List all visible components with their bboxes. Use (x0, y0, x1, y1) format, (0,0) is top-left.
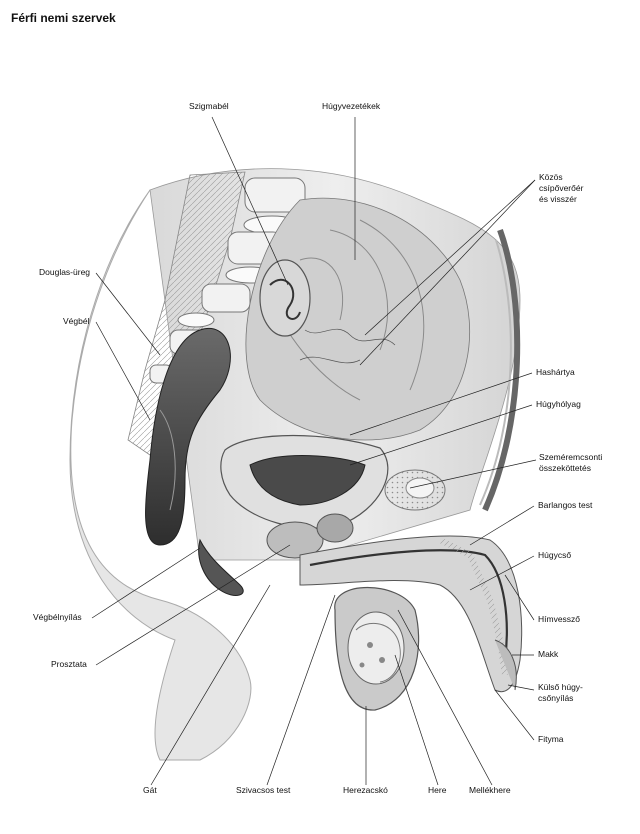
label-symphysis-1: Szeméremcsonti (539, 452, 603, 462)
label-prostate: Prosztata (51, 659, 87, 669)
bladder (220, 434, 389, 529)
anal-canal (198, 538, 244, 596)
label-epididymis: Mellékhere (469, 785, 511, 795)
leader-lines (91, 116, 537, 786)
label-bladder: Húgyhólyag (536, 399, 581, 409)
sigmoid-colon (259, 259, 311, 337)
label-ureters: Húgyvezetékek (322, 101, 381, 111)
label-cavernous: Barlangos test (538, 500, 593, 510)
label-anus: Végbélnyílás (33, 612, 82, 622)
label-sigmoid: Szigmabél (189, 101, 229, 111)
label-douglas: Douglas-üreg (39, 267, 91, 277)
label-iliac-3: és visszér (539, 194, 577, 204)
label-spongiosum: Szivacsos test (236, 785, 291, 795)
label-rectum: Végbél (63, 316, 90, 326)
intestines (245, 197, 470, 441)
label-foreskin: Fityma (538, 734, 564, 744)
label-iliac-1: Közös (539, 172, 563, 182)
pubic-symphysis (384, 469, 446, 511)
label-scrotum: Herezacskó (343, 785, 388, 795)
penis (299, 535, 523, 693)
label-symphysis-2: összeköttetés (539, 463, 591, 473)
label-iliac-2: csípőverőér (539, 183, 584, 193)
page-title: Férfi nemi szervek (11, 11, 116, 25)
label-meatus-1: Külső húgy- (538, 682, 583, 692)
label-perineum: Gát (143, 785, 157, 795)
label-penis: Hímvessző (538, 614, 581, 624)
label-glans: Makk (538, 649, 559, 659)
label-testis: Here (428, 785, 447, 795)
prostate (266, 513, 354, 559)
label-urethra: Húgycső (538, 550, 572, 560)
label-peritoneum: Hashártya (536, 367, 575, 377)
label-meatus-2: csőnyílás (538, 693, 574, 703)
scrotum (334, 586, 420, 711)
rectum (145, 327, 231, 546)
